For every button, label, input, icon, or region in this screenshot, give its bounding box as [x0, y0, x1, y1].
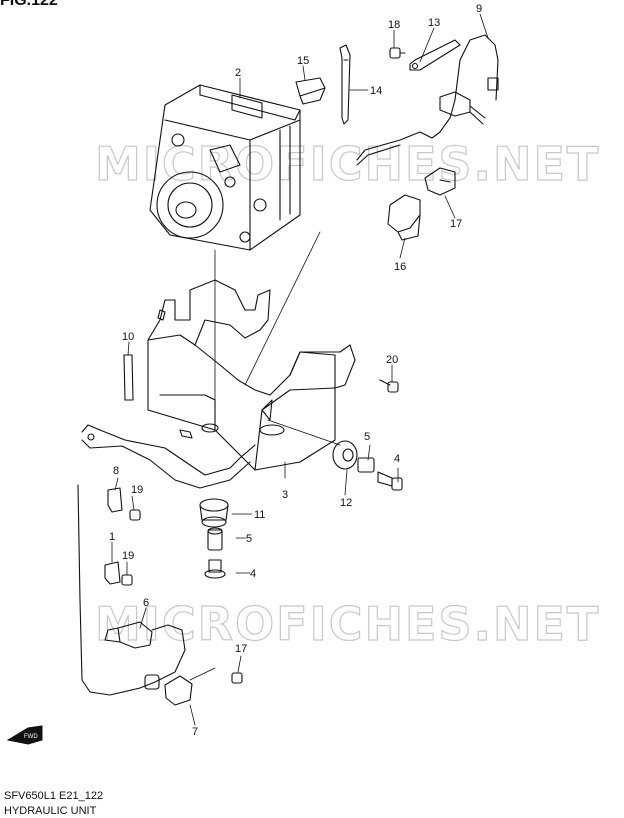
watermark-bottom: MICROFICHES.NET [95, 597, 600, 651]
alignment-lines [214, 231, 341, 446]
watermark-top: MICROFICHES.NET [95, 137, 600, 191]
callout-15: 15 [297, 55, 309, 67]
hose-bracket-arm [81, 424, 256, 476]
clamp-17-upper [424, 167, 456, 196]
figure-title: HYDRAULIC UNIT [4, 805, 97, 817]
callout-8: 8 [113, 465, 119, 477]
callout-5-right: 5 [364, 431, 370, 443]
bolt-20 [379, 379, 399, 393]
callout-18: 18 [388, 19, 400, 31]
callout-20: 20 [386, 354, 398, 366]
callout-17-upper: 17 [450, 218, 462, 230]
sensor-bracket-13 [409, 39, 461, 71]
callout-1: 1 [109, 531, 115, 543]
callout-4-lower: 4 [250, 568, 256, 580]
figure-code: SFV650L1 E21_122 [4, 790, 104, 802]
callout-12: 12 [340, 497, 352, 509]
bolt-19-upper [129, 509, 141, 521]
mount-grommet-11 [199, 498, 229, 528]
callout-6: 6 [143, 597, 149, 609]
bolt-4-right [377, 471, 403, 491]
spacer-5-right [357, 457, 375, 473]
callout-9: 9 [476, 3, 482, 15]
bolt-18 [389, 47, 406, 59]
callout-13: 13 [428, 17, 440, 29]
mount-grommet-12 [332, 440, 358, 470]
callout-10: 10 [122, 331, 134, 343]
callout-3: 3 [282, 489, 288, 501]
cable-tie-14 [339, 44, 351, 125]
hydraulic-unit [149, 84, 301, 251]
clamp-7 [164, 675, 193, 706]
bolt-17-lower [231, 672, 243, 684]
fwd-arrow: FWD [6, 725, 43, 745]
callout-16: 16 [394, 261, 406, 273]
callout-4-right: 4 [394, 453, 400, 465]
clamp-16 [387, 194, 421, 241]
callout-7: 7 [192, 726, 198, 738]
callout-19-lower: 19 [122, 550, 134, 562]
bracket-1 [104, 561, 121, 585]
fwd-label: FWD [24, 734, 38, 740]
wheel-speed-sensor-front [77, 484, 186, 696]
callout-14: 14 [370, 85, 382, 97]
spacer-5-lower [207, 527, 223, 551]
bracket-8 [107, 487, 123, 513]
callout-2: 2 [235, 67, 241, 79]
clamp-15 [295, 77, 326, 105]
callout-11: 11 [254, 509, 265, 521]
bolt-19-lower [121, 574, 133, 586]
hydraulic-unit-bracket [147, 279, 356, 471]
damper-10 [123, 354, 134, 401]
callout-5-lower: 5 [246, 533, 252, 545]
leader-lines [111, 13, 489, 726]
callout-17-lower: 17 [235, 643, 247, 655]
wheel-speed-sensor-rear [356, 34, 499, 166]
figure-heading: FIG.122 [0, 0, 58, 9]
bolt-4-lower [204, 559, 226, 579]
callout-19-upper: 19 [131, 484, 143, 496]
